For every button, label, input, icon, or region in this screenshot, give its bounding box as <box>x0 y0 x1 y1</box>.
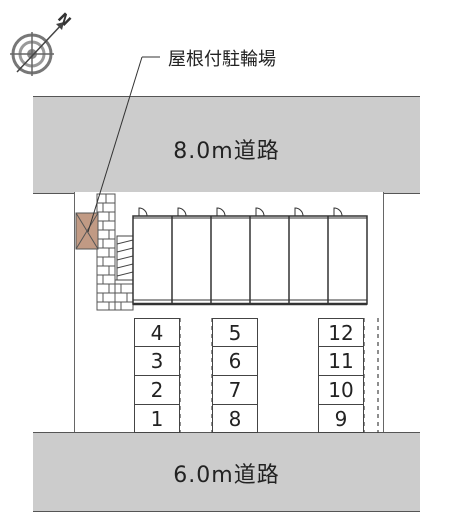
building <box>132 215 368 306</box>
parking-spot: 4 <box>134 318 180 347</box>
parking-spot: 3 <box>134 346 180 376</box>
doors <box>138 207 343 217</box>
bike-shelter <box>75 212 99 250</box>
bike-shelter-label: 屋根付駐輪場 <box>168 49 276 70</box>
parking-spot: 11 <box>318 346 364 376</box>
road-bottom: 6.0m道路 <box>33 432 420 512</box>
brick-wall <box>96 193 134 311</box>
road-top: 8.0m道路 <box>33 96 420 194</box>
compass-rose-icon <box>10 21 65 76</box>
parking-spot: 1 <box>134 404 180 433</box>
callout-line <box>87 56 143 233</box>
parking-spot: 5 <box>212 318 258 347</box>
road-bottom-label: 6.0m道路 <box>173 463 280 488</box>
parking-spot: 6 <box>212 346 258 376</box>
parking-spot: 10 <box>318 375 364 405</box>
road-top-label: 8.0m道路 <box>173 139 280 164</box>
parking-spot: 9 <box>318 404 364 433</box>
parking-spot: 12 <box>318 318 364 347</box>
parking-spot: 7 <box>212 375 258 405</box>
parking-spot: 2 <box>134 375 180 405</box>
parking-spot: 8 <box>212 404 258 433</box>
stairs <box>116 235 134 281</box>
